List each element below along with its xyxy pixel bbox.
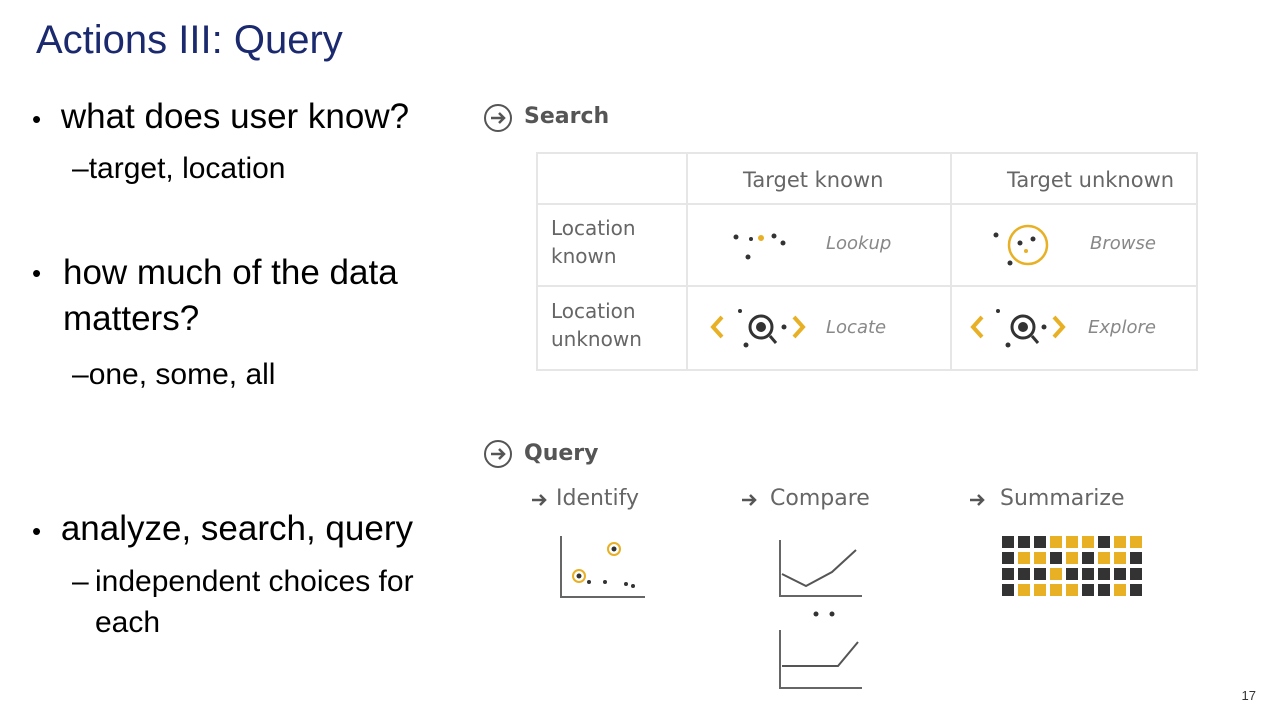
locate-icon: [710, 309, 806, 348]
explore-icon: [970, 309, 1066, 348]
bullet-3: • analyze, search, query: [32, 506, 413, 554]
summarize-grid-icon: [1002, 536, 1142, 596]
search-grid: Target known Target unknown Location kno…: [536, 152, 1198, 371]
summarize-square: [1066, 584, 1078, 596]
summarize-square: [1066, 536, 1078, 548]
summarize-square: [1082, 552, 1094, 564]
compare-dots-icon: [813, 611, 835, 617]
bullet-1-text: what does user know?: [60, 97, 410, 136]
arrow-right-icon: [970, 494, 985, 506]
sub-bullet-2: –one, some, all: [72, 358, 276, 391]
bullet-3-text: analyze, search, query: [60, 509, 413, 548]
summarize-square: [1082, 536, 1094, 548]
summarize-square: [1130, 552, 1142, 564]
summarize-square: [1018, 568, 1030, 580]
compare-chart-1-icon: [779, 540, 862, 597]
summarize-square: [1034, 568, 1046, 580]
query-summarize-label: Summarize: [1000, 486, 1125, 511]
summarize-square: [1082, 584, 1094, 596]
summarize-square: [1114, 552, 1126, 564]
bullet-2-text: how much of the data matters?: [63, 253, 398, 338]
bullet-dot: •: [32, 516, 42, 546]
query-identify-label: Identify: [556, 486, 640, 511]
cell-locate: Locate: [688, 287, 950, 369]
summarize-square: [1034, 584, 1046, 596]
summarize-square: [1066, 552, 1078, 564]
col-header-target-unknown: Target unknown: [952, 154, 1196, 203]
row-header-location-unknown: Location unknown: [538, 287, 686, 369]
summarize-square: [1018, 536, 1030, 548]
bullet-1: • what does user know?: [32, 94, 409, 142]
summarize-square: [1050, 552, 1062, 564]
row-header-location-known: Location known: [538, 205, 686, 285]
cell-explore: Explore: [952, 287, 1196, 369]
slide-title: Actions III: Query: [36, 18, 343, 62]
summarize-square: [1050, 568, 1062, 580]
query-title: Query: [524, 441, 599, 466]
arrow-circle-icon: [484, 440, 512, 468]
compare-chart-2-icon: [779, 630, 862, 689]
browse-icon: [993, 224, 1049, 266]
grid-corner: [538, 154, 686, 203]
summarize-square: [1098, 584, 1110, 596]
summarize-square: [1034, 536, 1046, 548]
summarize-square: [1018, 552, 1030, 564]
sub-bullet-3-text: independent choices for each: [95, 565, 414, 639]
sub-bullet-1: –target, location: [72, 152, 286, 185]
cell-browse: Browse: [952, 205, 1196, 285]
summarize-square: [1130, 536, 1142, 548]
summarize-square: [1002, 568, 1014, 580]
summarize-square: [1034, 552, 1046, 564]
sub-bullet-1-text: target, location: [88, 152, 286, 185]
sub-bullet-3: – independent choices for each: [72, 561, 472, 643]
summarize-square: [1082, 568, 1094, 580]
page-number: 17: [1241, 688, 1256, 703]
cell-lookup: Lookup: [688, 205, 950, 285]
summarize-square: [1114, 536, 1126, 548]
search-title: Search: [524, 104, 610, 129]
summarize-square: [1130, 584, 1142, 596]
summarize-square: [1050, 536, 1062, 548]
summarize-square: [1098, 536, 1110, 548]
summarize-square: [1098, 552, 1110, 564]
col-header-target-known: Target known: [688, 154, 950, 203]
summarize-square: [1130, 568, 1142, 580]
sub-bullet-2-text: one, some, all: [88, 358, 276, 391]
arrow-right-icon: [532, 494, 547, 506]
summarize-square: [1098, 568, 1110, 580]
summarize-square: [1018, 584, 1030, 596]
arrow-circle-icon: [484, 104, 512, 132]
summarize-square: [1002, 536, 1014, 548]
identify-icon: [560, 536, 645, 598]
summarize-square: [1114, 568, 1126, 580]
summarize-square: [1050, 584, 1062, 596]
summarize-square: [1002, 584, 1014, 596]
arrow-right-icon: [742, 494, 757, 506]
bullet-dot: •: [32, 104, 42, 134]
summarize-square: [1002, 552, 1014, 564]
query-compare-label: Compare: [770, 486, 870, 511]
summarize-square: [1114, 584, 1126, 596]
lookup-icon: [733, 233, 786, 260]
summarize-square: [1066, 568, 1078, 580]
bullet-2: • how much of the data matters?: [32, 250, 472, 342]
bullet-dot: •: [32, 258, 42, 288]
